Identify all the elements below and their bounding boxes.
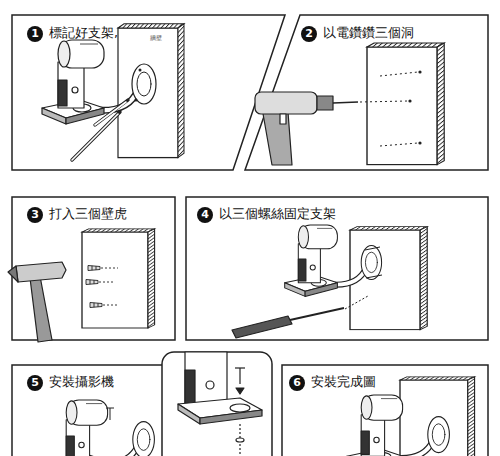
panel-border: [245, 15, 488, 170]
panel-border: [282, 365, 488, 456]
step-number: 1: [27, 26, 43, 42]
panel-border: [12, 197, 175, 340]
step-title: 打入三個壁虎: [49, 206, 127, 223]
step-panel: 5 安裝攝影機: [12, 365, 180, 456]
panel-heading: 3 打入三個壁虎: [27, 206, 127, 223]
step-number: 2: [301, 26, 317, 42]
step-number: 4: [197, 207, 213, 223]
wall-label: 牆壁: [150, 34, 162, 43]
step-title: 以三個螺絲固定支架: [219, 206, 336, 223]
panel-border: [186, 197, 488, 340]
step-panel: 4 以三個螺絲固定支架: [186, 197, 488, 340]
step-number: 5: [27, 375, 43, 391]
panel-heading: 2 以電鑽鑽三個洞: [301, 25, 414, 42]
step-title: 安裝攝影機: [49, 374, 114, 391]
step-title: 標記好支架,螺絲孔位: [49, 25, 170, 42]
step-panel: 2 以電鑽鑽三個洞: [237, 15, 488, 170]
step-title: 以電鑽鑽三個洞: [323, 25, 414, 42]
panel-heading: 4 以三個螺絲固定支架: [197, 206, 336, 223]
panel-border: [12, 365, 180, 456]
step-panel: 3 打入三個壁虎: [12, 197, 175, 340]
panel-heading: 6 安裝完成圖: [289, 374, 376, 391]
panel-border: [12, 15, 285, 170]
step-panel: 6 安裝完成圖: [282, 365, 488, 456]
step-title: 安裝完成圖: [311, 374, 376, 391]
step-number: 6: [289, 375, 305, 391]
step-panel: 1 標記好支架,螺絲孔位: [12, 15, 285, 170]
panel-heading: 1 標記好支架,螺絲孔位: [27, 25, 170, 42]
panel-heading: 5 安裝攝影機: [27, 374, 114, 391]
step-number: 3: [27, 207, 43, 223]
